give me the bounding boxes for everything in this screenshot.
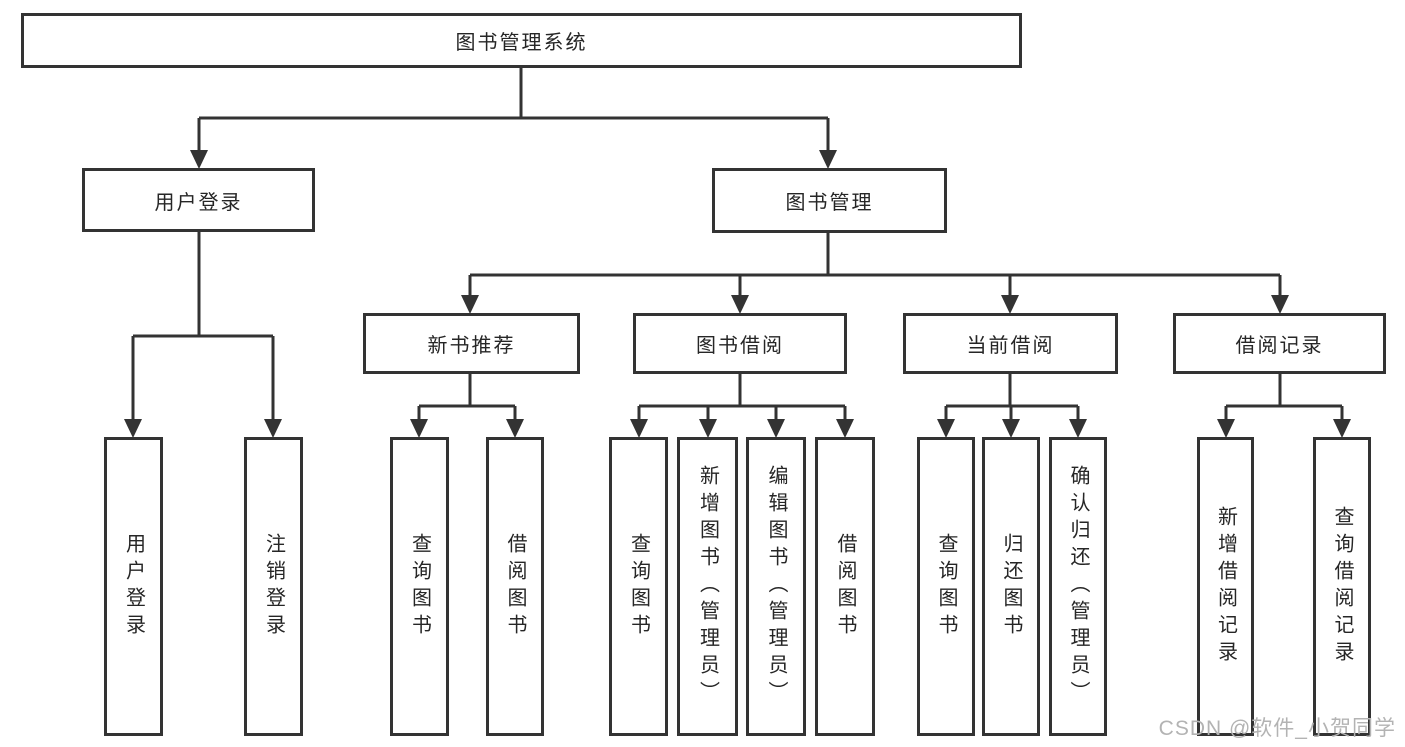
leaf-query-books-3: 查询图书 — [917, 437, 975, 736]
node-borrow-records: 借阅记录 — [1173, 313, 1386, 374]
node-new-book-recommend: 新书推荐 — [363, 313, 580, 374]
leaf-user-login: 用户登录 — [104, 437, 163, 736]
leaf-borrow-books-1: 借阅图书 — [486, 437, 544, 736]
leaf-query-books-1: 查询图书 — [390, 437, 449, 736]
node-current-borrow: 当前借阅 — [903, 313, 1118, 374]
leaf-logout: 注销登录 — [244, 437, 303, 736]
csdn-watermark: CSDN @软件_小贺同学 — [1158, 717, 1396, 740]
leaf-return-books: 归还图书 — [982, 437, 1040, 736]
arrowheads — [124, 150, 1351, 438]
leaf-query-borrow-record: 查询借阅记录 — [1313, 437, 1371, 736]
node-user-login: 用户登录 — [82, 168, 315, 232]
leaf-borrow-books-2: 借阅图书 — [815, 437, 875, 736]
leaf-add-books-admin: 新增图书（管理员） — [677, 437, 738, 736]
node-root-system: 图书管理系统 — [21, 13, 1022, 68]
leaf-confirm-return-admin: 确认归还（管理员） — [1049, 437, 1107, 736]
node-book-borrow: 图书借阅 — [633, 313, 847, 374]
connector-paths — [131, 66, 1344, 421]
node-book-management: 图书管理 — [712, 168, 947, 233]
leaf-query-books-2: 查询图书 — [609, 437, 668, 736]
leaf-edit-books-admin: 编辑图书（管理员） — [746, 437, 806, 736]
leaf-add-borrow-record: 新增借阅记录 — [1197, 437, 1254, 736]
